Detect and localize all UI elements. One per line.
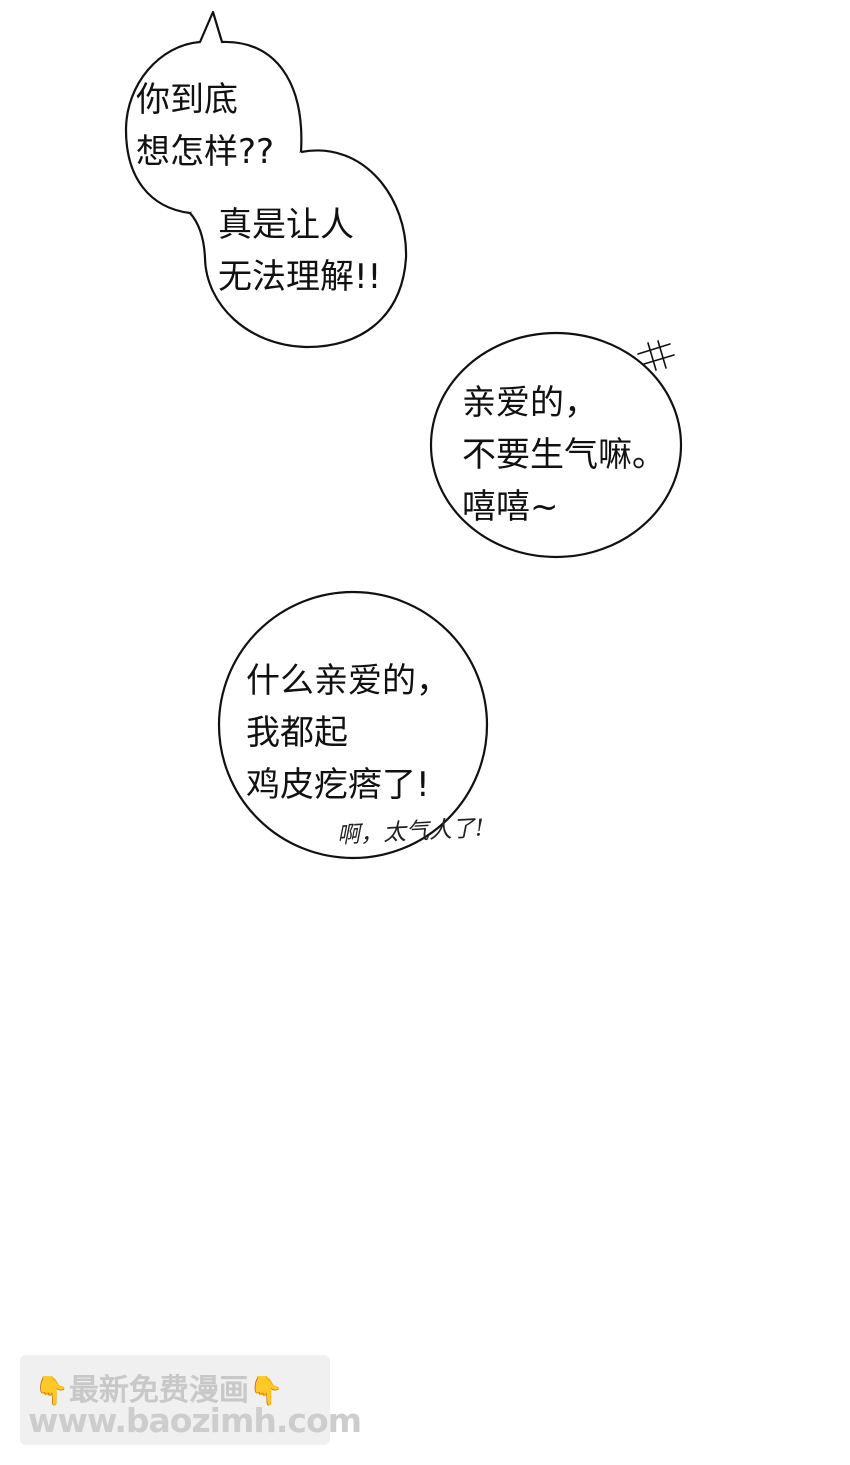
bubble-2-line-2: 无法理解!!: [218, 257, 382, 297]
bubble-4-line-1: 什么亲爱的，: [246, 661, 450, 701]
watermark-slogan: 最新免费漫画: [68, 1373, 249, 1408]
speech-bubble-3-outline: [429, 331, 683, 559]
bubble-3-line-2: 不要生气嘛。: [462, 435, 666, 475]
pointing-down-hand-icon: 👇: [248, 1374, 284, 1407]
bubble-4-line-2: 我都起: [246, 713, 348, 753]
bubble-2-line-1: 真是让人: [218, 205, 354, 245]
watermark-line-1: 👇最新免费漫画👇: [34, 1365, 284, 1409]
speech-bubble-4-outline: [217, 590, 489, 860]
bubble-3-line-1: 亲爱的，: [462, 383, 598, 423]
bubble-4-text: 什么亲爱的， 我都起 鸡皮疙瘩了!: [246, 655, 450, 811]
bubble-3-text: 亲爱的， 不要生气嘛。 嘻嘻~: [462, 377, 666, 533]
cross-scribble-icon: [637, 340, 675, 371]
bubble-4-line-3: 鸡皮疙瘩了!: [246, 765, 430, 805]
bubble-1-line-1: 你到底: [136, 80, 238, 120]
bubble-2-text: 真是让人 无法理解!!: [218, 199, 381, 303]
watermark: 👇最新免费漫画👇 www.baozimh.com: [20, 1355, 362, 1445]
bubble-1-text: 你到底 想怎样??: [136, 74, 274, 178]
watermark-url: www.baozimh.com: [28, 1401, 362, 1440]
pointing-down-hand-icon: 👇: [34, 1374, 69, 1407]
bubble-1-line-2: 想怎样??: [136, 132, 275, 172]
bubble-3-line-3: 嘻嘻~: [462, 487, 559, 527]
